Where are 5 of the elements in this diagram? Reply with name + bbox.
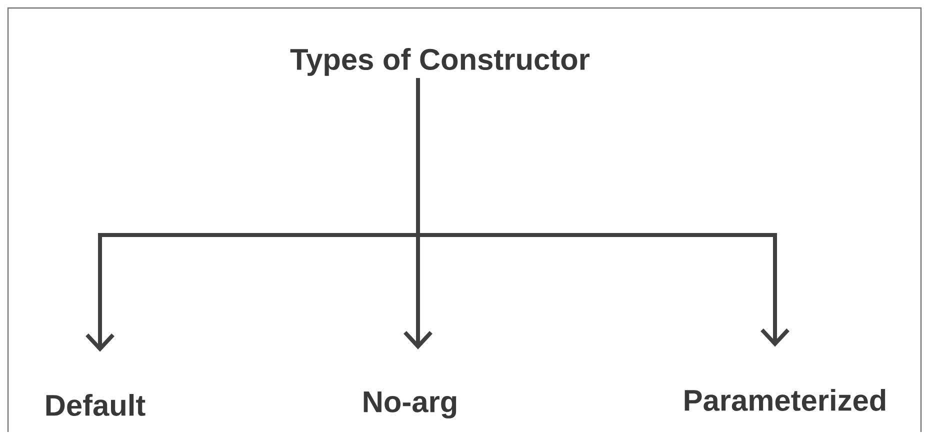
category-label: Parameterized	[684, 389, 886, 411]
arrow	[416, 78, 790, 347]
category-label: No-arg	[364, 392, 456, 418]
category-label: Default	[46, 394, 146, 416]
title-text: Types of Constructor	[290, 48, 590, 76]
